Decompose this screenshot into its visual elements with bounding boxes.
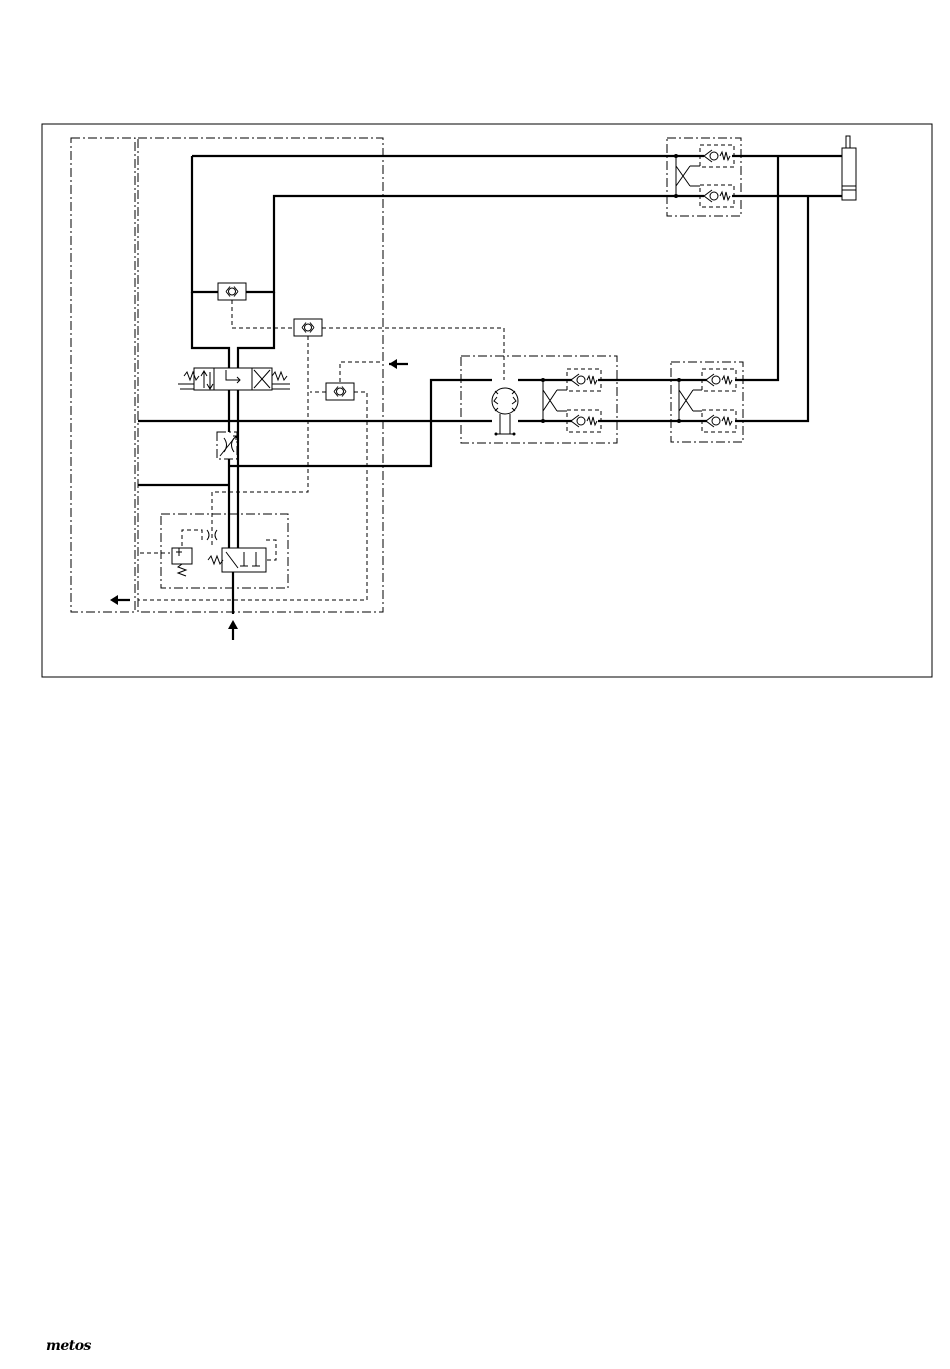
- directional-valve: [178, 368, 290, 390]
- arrow-pilot-in-icon: [389, 359, 397, 369]
- hydraulic-cylinder: [842, 136, 856, 200]
- pilot-spring-side: [266, 540, 276, 560]
- pilot-check-valve-motor: [541, 369, 601, 432]
- line-b-valve: [238, 292, 274, 368]
- flow-control-valve: [217, 432, 237, 459]
- pilot-check-valve-top: [674, 145, 734, 207]
- line-a-left: [192, 156, 218, 292]
- arrow-supply-icon: [228, 620, 238, 629]
- shuttle-valve-2: [294, 319, 322, 336]
- riser-b: [735, 196, 808, 421]
- arrow-tank-icon: [110, 595, 118, 605]
- control-manifold-block: [71, 138, 743, 612]
- pilot-motor: [322, 328, 504, 380]
- pilot-relief: [182, 530, 202, 548]
- check-valve-block-middle: [671, 362, 743, 442]
- check-valve-block-top: [667, 138, 741, 216]
- line-a-valve: [192, 292, 229, 368]
- line-motor-a: [229, 380, 492, 466]
- diagram-frame: [42, 124, 932, 677]
- pilot-external: [340, 362, 383, 382]
- shuttle-valve-3: [326, 383, 354, 400]
- tank-return-block: [71, 138, 135, 612]
- line-b-top: [246, 196, 704, 292]
- motor-block: [461, 356, 617, 443]
- pressure-compensator: [172, 530, 266, 576]
- pilot-shuttle-1: [232, 300, 294, 328]
- rotary-actuator: [492, 388, 518, 436]
- company-logo: metos: [46, 1338, 91, 1354]
- flow-arrows: [110, 359, 408, 640]
- pilot-check-valve-middle: [677, 369, 736, 432]
- shuttle-valve-1: [218, 283, 246, 300]
